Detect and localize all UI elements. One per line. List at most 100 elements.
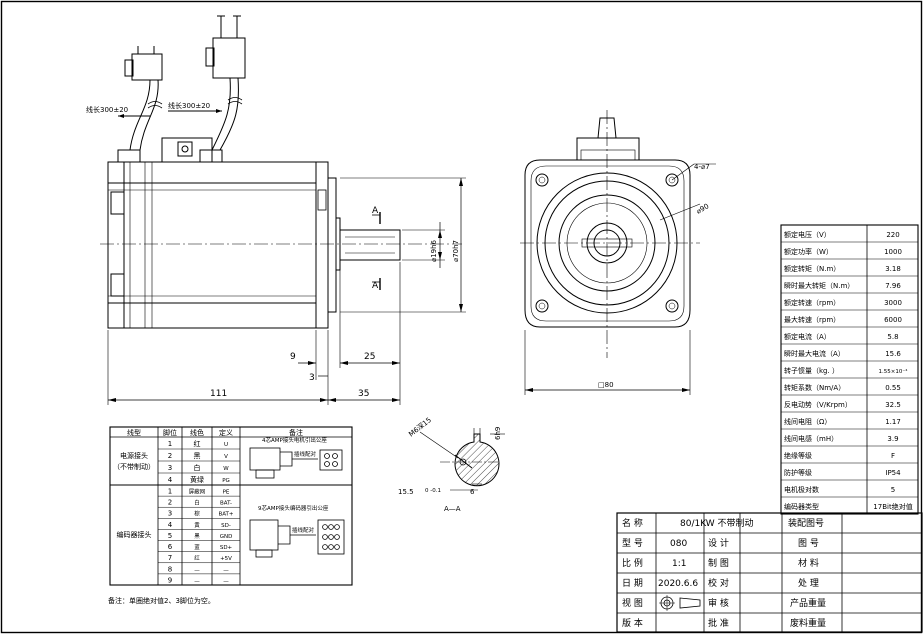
tb-view-label: 视 图 <box>622 597 643 609</box>
tb-weight-label: 产品重量 <box>790 597 826 609</box>
encoder-connector-sketch <box>249 519 345 558</box>
thread-label: M6深15 <box>407 415 433 438</box>
spec-value: 220 <box>886 231 899 239</box>
wiring-color: 黑 <box>194 452 201 460</box>
tb-scale-value: 1:1 <box>672 559 686 569</box>
title-block <box>616 512 923 633</box>
spec-label: 编码器类型 <box>784 502 819 511</box>
spec-row-lines <box>781 241 918 498</box>
section-mark-top: A <box>372 206 379 216</box>
tb-scale-label: 比 例 <box>622 557 643 569</box>
wiring-def: +5V <box>220 556 232 562</box>
wiring-color: 棕 <box>194 510 200 518</box>
spec-label: 反电动势（V/Krpm） <box>784 400 852 409</box>
wiring-color: 白 <box>194 499 200 507</box>
wiring-def: SD- <box>221 523 231 529</box>
wiring-def: V <box>224 454 228 460</box>
wiring-pin: 6 <box>168 543 173 551</box>
tb-number-label: 图 号 <box>798 538 819 549</box>
section-mark-bottom: A <box>372 281 379 291</box>
wiring-encoder-group: 编码器接头 <box>117 530 152 539</box>
tb-name-value: 80/1KW 不带制动 <box>680 517 754 529</box>
spec-value: 0.55 <box>885 384 901 392</box>
spec-value: 5 <box>891 486 895 494</box>
wiring-def: PE <box>223 490 230 496</box>
wiring-pin: 3 <box>168 464 172 472</box>
wiring-header: 脚位 <box>163 428 177 437</box>
projection-symbol <box>659 595 701 611</box>
encoder-note: 9芯AMP接头编码器引出公座 <box>258 504 329 512</box>
wiring-footnote: 备注：单圈绝对值2、3脚位为空。 <box>108 596 215 605</box>
key-offset-label: 9 <box>290 352 296 362</box>
tb-check-label: 校 对 <box>708 577 729 589</box>
title-block-text: 名 称 80/1KW 不带制动 装配图号 型 号 080 设 计 图 号 比 例… <box>622 517 826 629</box>
wiring-pin: 1 <box>168 440 172 448</box>
front-view <box>520 110 716 395</box>
pilot-dia-label: ⌀70h7 <box>452 240 460 262</box>
wiring-color: 黄绿 <box>190 475 204 484</box>
power-note: 4芯AMP接头电机引出公座 <box>262 436 327 444</box>
front-dimension-arrows <box>525 388 690 392</box>
spec-value: 1.17 <box>885 418 901 426</box>
spec-label: 电机极对数 <box>784 485 819 494</box>
spec-label: 线间电感（mH） <box>784 434 838 443</box>
spec-value: 1000 <box>884 248 902 256</box>
spec-label: 线间电阻（Ω） <box>784 417 831 426</box>
wiring-table <box>109 426 353 586</box>
wiring-color: — <box>194 578 200 584</box>
shaft-length-label: 35 <box>358 389 369 399</box>
spec-label: 瞬时最大电流（A） <box>784 349 845 358</box>
tb-process-label: 处 理 <box>798 577 819 589</box>
key-width-label: 6 <box>470 488 475 496</box>
dimension-arrows <box>108 109 463 402</box>
spec-value: 1.55×10⁻⁴ <box>879 368 909 375</box>
wiring-def: GND <box>220 534 233 540</box>
wiring-color: — <box>194 567 200 573</box>
spec-label: 最大转速（rpm） <box>784 315 840 324</box>
wiring-pin: 2 <box>168 452 172 460</box>
wiring-header: 备注 <box>289 428 303 437</box>
wiring-def: SD+ <box>220 545 233 551</box>
key-depth-label: 15.5 <box>398 488 414 496</box>
spec-label: 额定电压（V） <box>784 230 831 239</box>
spec-value: F <box>891 452 895 460</box>
power-insert-label: 插线配对 <box>294 450 317 458</box>
wiring-def: BAT- <box>220 501 232 507</box>
tb-scrap-label: 废料重量 <box>790 617 826 629</box>
spec-value: 5.8 <box>887 333 898 341</box>
spec-cells: 额定电压（V）220额定功率（W）1000额定转矩（N.m）3.18瞬时最大转矩… <box>784 230 913 511</box>
shaft-step-label: 3 <box>309 373 315 383</box>
wiring-pin: 3 <box>168 510 172 518</box>
wiring-def: BAT+ <box>218 512 233 518</box>
wiring-pin: 4 <box>168 476 173 484</box>
overall-length-label: 111 <box>210 389 227 399</box>
wiring-color: 红 <box>194 554 200 562</box>
spec-table <box>780 224 919 515</box>
wiring-pin: 2 <box>168 499 172 507</box>
wiring-color: 黑 <box>194 533 200 540</box>
holes-label: 4-⌀7 <box>694 163 710 171</box>
tb-drawing-label: 装配图号 <box>788 517 824 529</box>
section-a-a <box>419 428 505 491</box>
wiring-pin: 4 <box>168 521 173 529</box>
spec-label: 防护等级 <box>784 468 812 477</box>
wiring-def: — <box>223 567 229 573</box>
spec-value: 7.96 <box>885 282 901 290</box>
wiring-row-lines <box>158 448 240 575</box>
spec-value: 3000 <box>884 299 902 307</box>
wiring-header: 定义 <box>219 428 233 437</box>
wiring-pin: 8 <box>168 565 172 573</box>
spec-value: 6000 <box>884 316 902 324</box>
spec-label: 额定转速（rpm） <box>784 298 840 307</box>
cable-length-right: 线长300±20 <box>168 101 210 110</box>
spec-label: 转矩系数（Nm/A） <box>784 383 845 392</box>
flange-size-label: □80 <box>598 381 614 389</box>
power-connector-sketch <box>249 447 343 479</box>
wiring-color: 蓝 <box>194 543 200 551</box>
spec-value: IP54 <box>885 469 901 477</box>
spec-value: 17Bit绝对值 <box>873 502 912 511</box>
wiring-def: PG <box>222 478 230 484</box>
wiring-power-group-line2: （不带制动） <box>113 462 155 471</box>
shaft-dia-label: ⌀19h6 <box>430 239 438 262</box>
